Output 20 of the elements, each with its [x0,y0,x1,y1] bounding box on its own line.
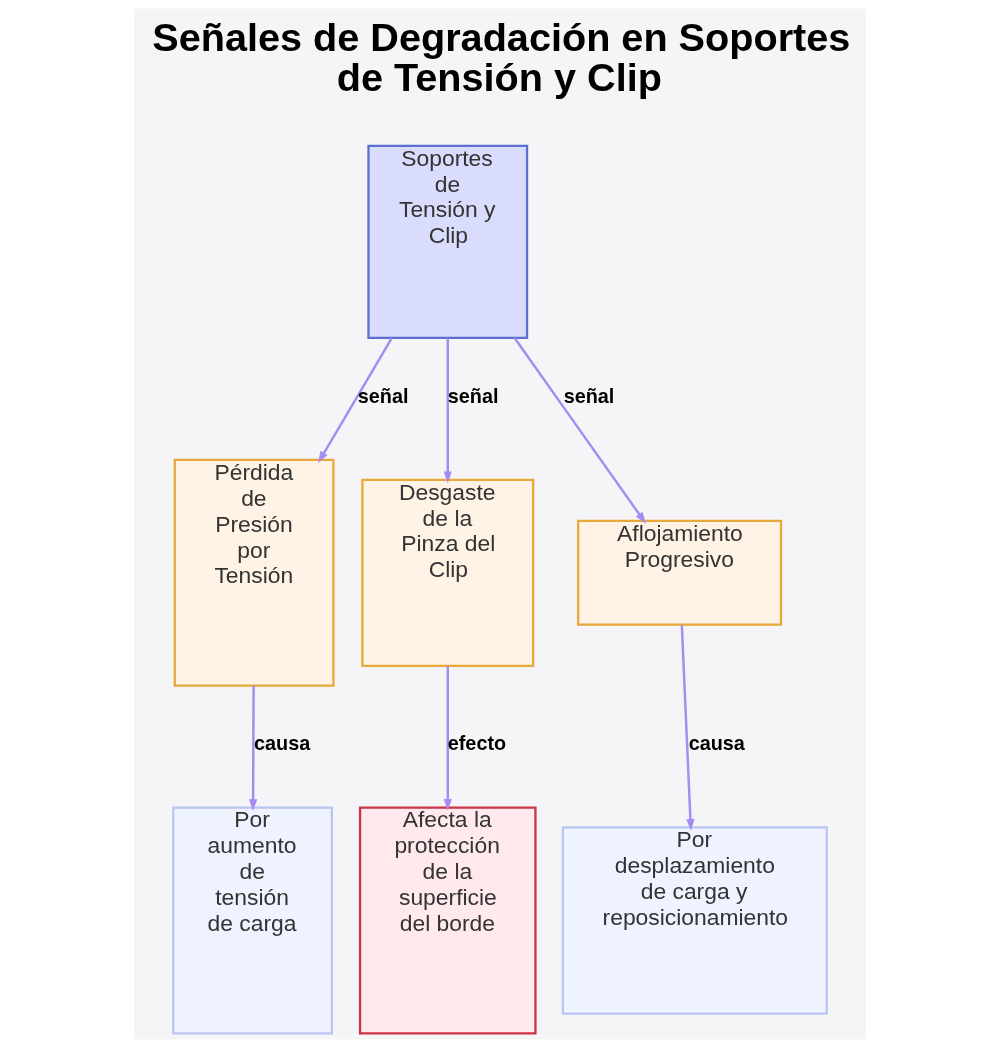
edge-label: efecto [447,732,507,755]
diagram-title: Señales de Degradación en Soportes de Tensión y Clip [152,14,851,99]
edge-label: señal [447,384,499,407]
node-box: Por aumento de tensión de carga [172,806,333,1035]
edge-label: causa [688,732,745,755]
node-box: Soportes de Tensión y Clip [367,144,529,340]
node-box: Pérdida de Presión por Tensión [173,458,335,687]
arrow [443,338,452,484]
edge-label: señal [357,384,409,407]
node-box: Aflojamiento Progresivo [577,519,783,626]
node-box: Desgaste de la Pinza del Clip [361,478,535,667]
node-box: Por desplazamiento de carga y reposicionamiento [561,826,828,1015]
arrow [318,337,393,464]
edge-label: señal [563,384,615,407]
arrow [248,685,258,812]
edge-label: causa [254,732,311,755]
arrow [513,337,646,524]
node-box: Afecta la protección de la superficie del borde [358,806,537,1035]
arrow [443,666,452,811]
arrow [680,625,695,831]
